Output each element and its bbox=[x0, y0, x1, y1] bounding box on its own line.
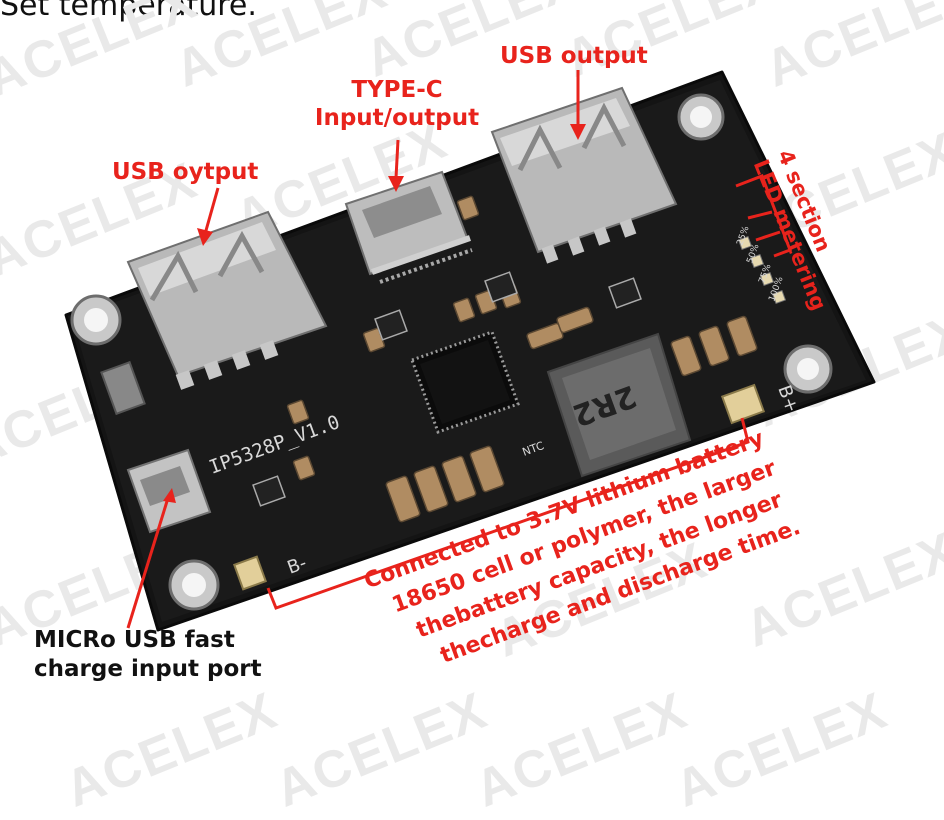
pcb-board-illustration: 2R2 bbox=[64, 70, 876, 632]
battery-pad-plus bbox=[720, 383, 766, 425]
usb-a-port-left bbox=[126, 210, 328, 390]
usb-output-right-label: USB output bbox=[500, 43, 648, 69]
led-indicators bbox=[737, 235, 787, 305]
smd-components bbox=[286, 195, 758, 523]
battery-pad-minus bbox=[232, 555, 268, 591]
ip5328p-chip bbox=[410, 330, 520, 434]
inductor: 2R2 bbox=[546, 332, 692, 478]
micro-usb-port bbox=[126, 448, 212, 534]
type-c-label-line1: TYPE-C bbox=[351, 77, 443, 103]
top-caption: Set temperature. bbox=[0, 0, 257, 23]
transistors bbox=[252, 271, 642, 507]
annotation-arrows bbox=[126, 70, 792, 629]
micro-usb-label-line1: MICRo USB fast bbox=[34, 627, 235, 653]
type-c-label: TYPE-C Input/output bbox=[292, 76, 502, 132]
micro-usb-label: MICRo USB fast charge input port bbox=[34, 626, 262, 684]
tactile-switch bbox=[100, 360, 146, 416]
usb-output-left-label: USB oytput bbox=[112, 159, 259, 185]
micro-usb-label-line2: charge input port bbox=[34, 656, 262, 682]
usb-type-c-port bbox=[344, 170, 473, 284]
type-c-label-line2: Input/output bbox=[314, 105, 480, 131]
usb-a-port-right bbox=[490, 86, 678, 264]
